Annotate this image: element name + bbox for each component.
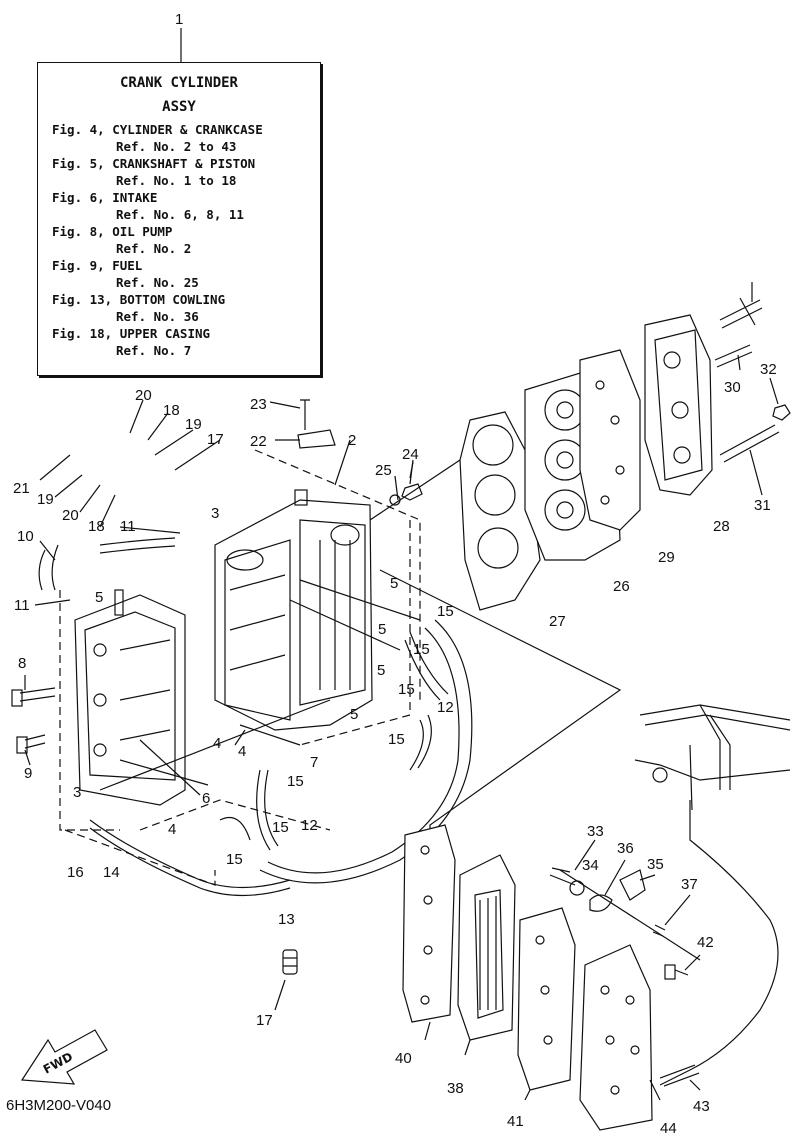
callout-18: 18 [163, 402, 180, 419]
callout-31: 32 [760, 361, 777, 378]
nut-31 [769, 377, 791, 421]
callout-16: 17 [256, 1012, 273, 1029]
callout-6: 6 [202, 790, 210, 807]
callout-3: 3 [211, 505, 219, 522]
head-cover-gasket [579, 349, 641, 531]
callout-18: 19 [37, 491, 54, 508]
callout-35: 36 [617, 840, 634, 857]
exhaust-gasket-40 [517, 907, 576, 1101]
callout-15: 15 [398, 681, 415, 698]
callout-19: 19 [185, 416, 202, 433]
callout-12: 12 [437, 699, 454, 716]
legend-fig: Fig. 4, CYLINDER & CRANKCASE [52, 122, 263, 137]
callout-29: 30 [724, 379, 741, 396]
legend-ref: Ref. No. 25 [116, 275, 199, 290]
callout-15: 15 [437, 603, 454, 620]
legend-fig: Fig. 6, INTAKE [52, 190, 158, 205]
assembly-legend-box: CRANK CYLINDER ASSY Fig. 4, CYLINDER & C… [37, 62, 321, 376]
legend-title-line1: CRANK CYLINDER [119, 75, 238, 91]
legend-ref: Ref. No. 2 to 43 [116, 139, 237, 154]
callout-30: 31 [754, 497, 771, 514]
callout-4: 4 [213, 735, 221, 752]
callout-38: 40 [395, 1050, 412, 1067]
legend-fig: Fig. 13, BOTTOM COWLING [52, 292, 226, 307]
callout-33: 34 [582, 857, 599, 874]
callout-1: 1 [175, 11, 183, 28]
callout-5: 5 [95, 589, 103, 606]
callout-34: 35 [647, 856, 664, 873]
callout-2: 2 [348, 432, 356, 449]
legend-fig: Fig. 8, OIL PUMP [52, 224, 173, 239]
callout-42: 43 [693, 1098, 710, 1115]
bolt-44 [719, 282, 763, 329]
callout-26: 27 [549, 613, 566, 630]
exhaust-gasket-38 [402, 824, 456, 1041]
callout-15: 15 [226, 851, 243, 868]
callout-5: 5 [390, 575, 398, 592]
callout-20: 20 [135, 387, 152, 404]
callout-21: 22 [250, 433, 267, 450]
cylinder-head-gasket [459, 411, 541, 611]
crankcase [74, 589, 186, 806]
stud-30 [719, 424, 780, 496]
callout-5: 5 [378, 621, 386, 638]
legend-title-line2: ASSY [162, 99, 196, 115]
legend-ref: Ref. No. 36 [116, 309, 199, 324]
callout-25: 26 [613, 578, 630, 595]
callout-17: 18 [88, 518, 105, 535]
callout-40: 41 [507, 1113, 524, 1130]
callout-23: 24 [402, 446, 419, 463]
legend-fig: Fig. 18, UPPER CASING [52, 326, 211, 341]
callout-4: 4 [238, 743, 246, 760]
callout-17: 17 [207, 431, 224, 448]
callout-11: 11 [120, 518, 136, 535]
callout-8: 8 [18, 655, 26, 672]
callout-9: 9 [24, 765, 32, 782]
callout-5: 5 [350, 706, 358, 723]
callout-27: 28 [713, 518, 730, 535]
callout-24: 25 [375, 462, 392, 479]
bolt-29 [714, 344, 753, 371]
fwd-arrow-icon [20, 1029, 108, 1085]
callout-15: 15 [272, 819, 289, 836]
legend-ref: Ref. No. 2 [116, 241, 192, 256]
callout-3: 3 [73, 784, 81, 801]
legend-fig: Fig. 5, CRANKSHAFT & PISTON [52, 156, 256, 171]
cylinder-block [214, 489, 373, 731]
drawing-code: 6H3M200-V040 [6, 1097, 112, 1114]
callout-14: 14 [103, 864, 120, 881]
callout-36: 37 [681, 876, 698, 893]
legend-ref: Ref. No. 1 to 18 [116, 173, 237, 188]
callout-15: 15 [388, 731, 405, 748]
callout-37: 38 [447, 1080, 464, 1097]
legend-fig: Fig. 9, FUEL [52, 258, 143, 273]
callout-19: 20 [62, 507, 79, 524]
callout-20: 21 [13, 480, 30, 497]
callout-22: 23 [250, 396, 267, 413]
legend-ref: Ref. No. 7 [116, 343, 192, 358]
exhaust-manifold-37 [457, 854, 516, 1056]
callout-10: 10 [17, 528, 34, 545]
exhaust-cover-43 [579, 944, 661, 1131]
callout-43: 44 [660, 1120, 677, 1136]
callout-5: 5 [377, 662, 385, 679]
callout-7: 7 [310, 754, 318, 771]
callout-32: 33 [587, 823, 604, 840]
callout-41: 42 [697, 934, 714, 951]
callout-4: 4 [168, 821, 176, 838]
callout-12: 12 [301, 817, 318, 834]
head-cover [644, 314, 713, 496]
callout-28: 29 [658, 549, 675, 566]
callout-13: 13 [278, 911, 295, 928]
legend-ref: Ref. No. 6, 8, 11 [116, 207, 244, 222]
callout-11: 11 [14, 597, 30, 614]
callout-15: 15 [413, 641, 430, 658]
callout-15: 15 [287, 773, 304, 790]
callout-15: 16 [67, 864, 84, 881]
